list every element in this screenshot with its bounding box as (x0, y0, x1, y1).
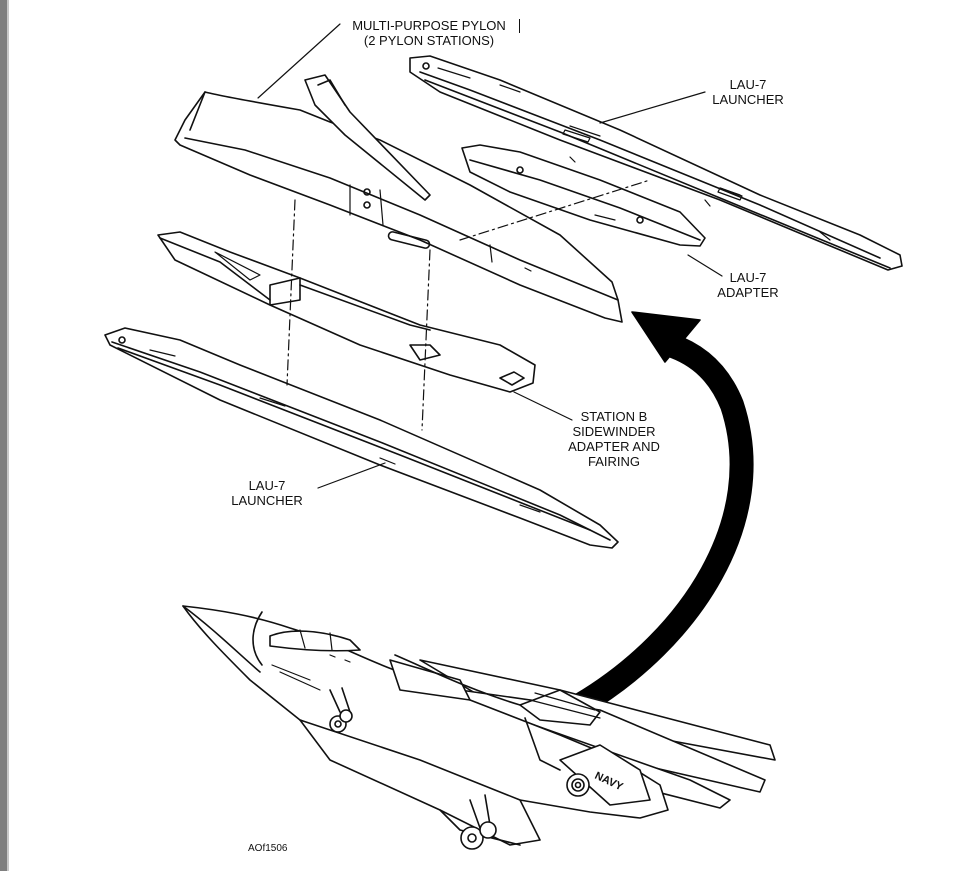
window-left-edge (0, 0, 7, 871)
window-left-edge-highlight (7, 0, 9, 871)
lau7-adapter (461, 144, 711, 247)
label-line: LAUNCHER (231, 493, 303, 508)
label-line: SIDEWINDER (572, 424, 656, 439)
label-line: FAIRING (587, 454, 640, 469)
label-line: LAU-7 (729, 77, 767, 92)
leader-lines (257, 23, 723, 489)
label-line: MULTI-PURPOSE PYLON (352, 18, 506, 33)
label-line: LAU-7 (729, 270, 767, 285)
lau7-launcher-top (409, 55, 903, 271)
label-lau7-launcher-bottom: LAU-7 LAUNCHER (222, 478, 312, 508)
label-lau7-adapter: LAU-7 ADAPTER (705, 270, 791, 300)
label-line: ADAPTER AND (568, 439, 660, 454)
label-line: STATION B (580, 409, 648, 424)
f14-aircraft: NAVY (182, 605, 776, 850)
curved-arrow (573, 311, 754, 716)
lau7-launcher-bottom (104, 327, 619, 549)
figure-code: AOf1506 (248, 843, 288, 854)
text-cursor (519, 19, 520, 33)
nose-landing-gear (329, 687, 353, 733)
label-line: LAU-7 (248, 478, 286, 493)
multi-purpose-pylon (174, 74, 623, 323)
label-multi-purpose-pylon: MULTI-PURPOSE PYLON (2 PYLON STATIONS) (336, 18, 522, 48)
label-station-b-adapter: STATION B SIDEWINDER ADAPTER AND FAIRING (562, 409, 666, 469)
station-b-adapter-fairing (157, 231, 536, 393)
alignment-lines (286, 179, 651, 431)
main-landing-gear (460, 794, 497, 850)
label-lau7-launcher-top: LAU-7 LAUNCHER (703, 77, 793, 107)
label-line: ADAPTER (717, 285, 779, 300)
label-line: (2 PYLON STATIONS) (363, 33, 495, 48)
label-line: LAUNCHER (712, 92, 784, 107)
